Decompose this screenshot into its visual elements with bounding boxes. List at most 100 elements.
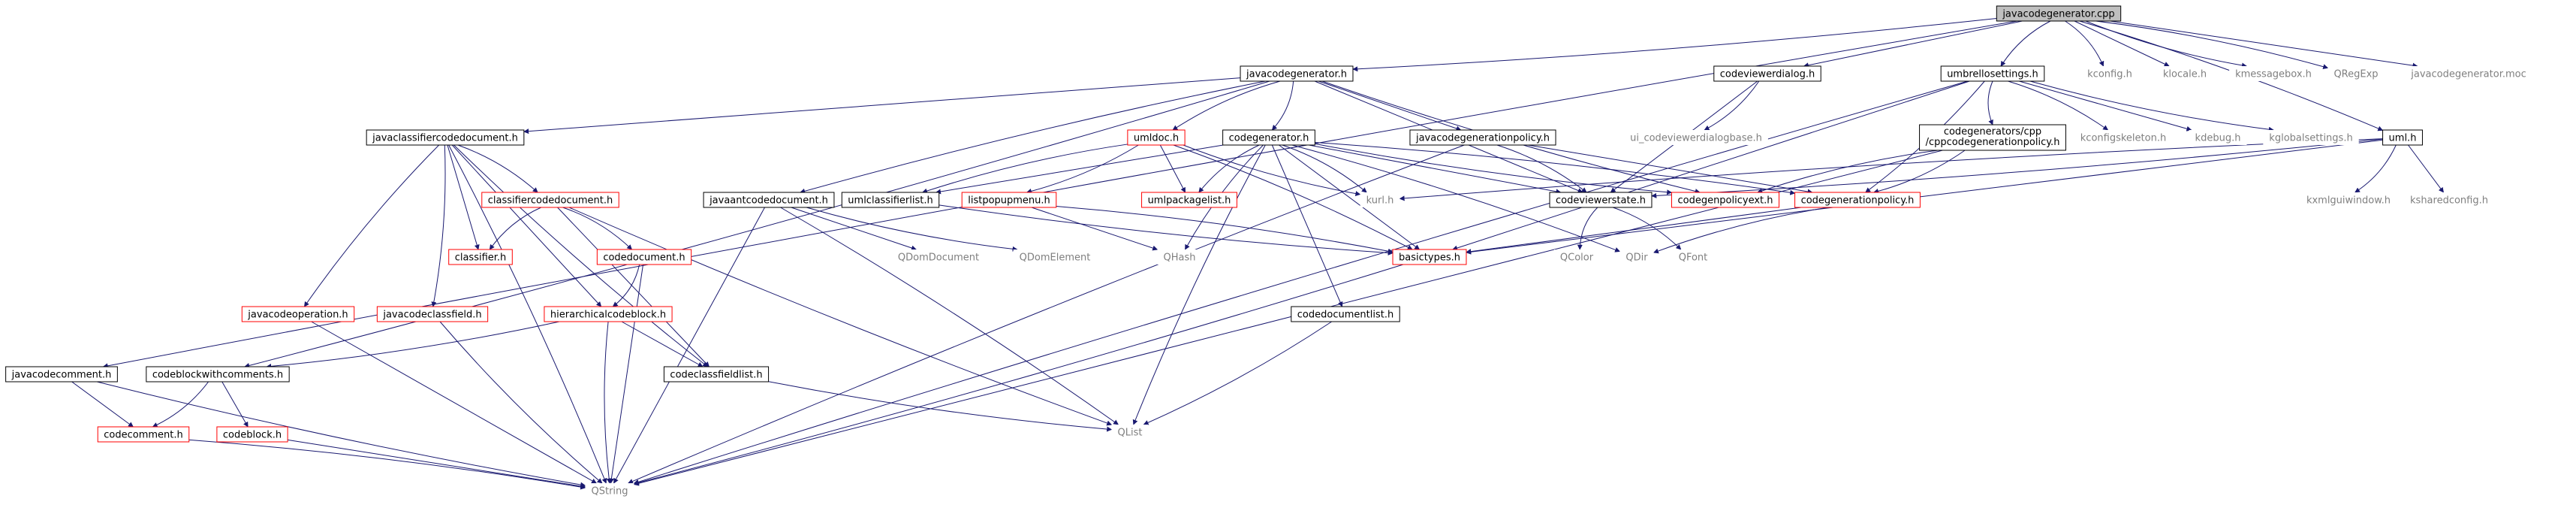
node-uml-h[interactable]: uml.h [2382,129,2423,146]
node-cg-h[interactable]: codegenerator.h [1222,129,1315,146]
node-jcg-moc[interactable]: javacodegenerator.moc [2405,66,2532,81]
node-kurl[interactable]: kurl.h [1360,192,1400,207]
node-cvd-h[interactable]: codeviewerdialog.h [1713,65,1821,82]
node-label: QRegExp [2333,69,2378,80]
node-label: umlclassifierlist.h [848,195,932,207]
node-upl-h[interactable]: umlpackagelist.h [1141,192,1237,208]
node-box [1291,306,1400,322]
node-label: umldoc.h [1134,133,1179,144]
node-cdoc-h[interactable]: codedocument.h [596,249,692,265]
edge-jcc-h-to-cc-h [71,381,134,428]
node-cb-h[interactable]: codeblock.h [216,426,288,443]
node-jccf-h[interactable]: javacodeclassfield.h [376,306,489,322]
node-cbwc-h[interactable]: codeblockwithcomments.h [146,366,290,382]
node-kmsg[interactable]: kmessagebox.h [2229,66,2318,81]
node-jcc-h[interactable]: javacodecomment.h [5,366,118,382]
node-ccfl-h[interactable]: codeclassfieldlist.h [663,366,770,382]
node-us-h[interactable]: umbrellosettings.h [1940,65,2045,82]
node-qdir[interactable]: QDir [1619,249,1654,265]
node-kconfigskel[interactable]: kconfigskeleton.h [2074,130,2173,145]
node-label: kconfig.h [2087,69,2132,80]
edge-cg-h-to-cgpol-h [1315,141,1796,195]
node-kshared[interactable]: ksharedconfig.h [2404,192,2494,207]
node-label: QDir [1625,252,1648,264]
edge-cg-h-to-ucl-h [935,144,1224,195]
node-jcgp-h[interactable]: javacodegenerationpolicy.h [1409,129,1556,146]
node-kglobal[interactable]: kglobalsettings.h [2263,130,2359,145]
node-cgpe-h[interactable]: codegenpolicyext.h [1671,192,1780,208]
edge-jcg-h-to-umldoc [1172,80,1281,131]
node-root[interactable]: javacodegenerator.cpp [1996,5,2122,22]
node-qcolor[interactable]: QColor [1553,249,1600,265]
edge-jccd-h-to-hcb-h [451,144,602,307]
node-cdl-h[interactable]: codedocumentlist.h [1291,306,1400,322]
node-qregexp[interactable]: QRegExp [2327,66,2385,81]
node-label: QFont [1679,252,1708,264]
node-qdomdoc[interactable]: QDomDocument [891,249,986,265]
node-jacd-h[interactable]: javaantcodedocument.h [703,192,835,208]
node-box [1360,192,1400,207]
edge-jcg-h-to-jacd-h [800,80,1266,194]
node-ccd-h[interactable]: classifiercodedocument.h [481,192,619,208]
node-box [1240,65,1354,82]
node-ucl-h[interactable]: umlclassifierlist.h [841,192,940,208]
node-klocale[interactable]: klocale.h [2156,66,2213,81]
edge-root-to-kmsg [2085,20,2247,68]
edge-cvs-h-to-qfont [1613,207,1682,250]
edge-lpm-h-to-qhash [1031,207,1158,251]
node-basictypes[interactable]: basictypes.h [1392,249,1467,265]
node-cvs-h[interactable]: codeviewerstate.h [1549,192,1653,208]
dependency-edges [71,18,2444,490]
node-umldoc[interactable]: umldoc.h [1127,129,1186,146]
node-kxml[interactable]: kxmlguiwindow.h [2300,192,2397,207]
edge-ccfl-h-to-qlist [768,381,1113,432]
node-label: ui_codeviewerdialogbase.h [1630,133,1762,144]
node-label: codegenerators/cpp [1944,126,2041,138]
node-box [2074,130,2173,145]
node-box [1013,249,1097,265]
edge-cg-h-to-kurl [1282,144,1367,193]
node-box [2263,130,2359,145]
node-label: kmessagebox.h [2235,69,2312,80]
edge-us-h-to-cpp-policy [1987,80,1993,125]
node-label: codeviewerstate.h [1556,195,1646,207]
node-qlist[interactable]: QList [1111,425,1149,440]
node-cpp-policy[interactable]: codegenerators/cpp/cppcodegenerationpoli… [1919,124,2066,151]
node-label: javacodeoperation.h [247,310,348,321]
node-label: codeclassfieldlist.h [670,370,762,381]
node-qfont[interactable]: QFont [1672,249,1714,265]
edge-jcgp-h-to-cgpol-h [1528,144,1813,195]
edge-jcg-h-to-jccd-h [523,77,1241,135]
node-kdebug[interactable]: kdebug.h [2189,130,2247,145]
node-classifier[interactable]: classifier.h [448,249,513,265]
node-box [2081,66,2138,81]
node-label: kdebug.h [2195,133,2241,144]
node-cc-h[interactable]: codecomment.h [97,426,190,443]
node-qhash[interactable]: QHash [1157,249,1202,265]
node-lpm-h[interactable]: listpopupmenu.h [961,192,1057,208]
edge-cg-h-to-cgpe-h [1315,143,1673,195]
node-qdomel[interactable]: QDomElement [1013,249,1097,265]
edge-basictypes-to-qstring [633,264,1404,485]
edge-ccd-h-to-cdoc-h [562,207,633,250]
node-jco-h[interactable]: javacodeoperation.h [241,306,355,322]
node-box [2382,129,2423,146]
edge-jccd-h-to-classifier [447,144,480,250]
node-cgpol-h[interactable]: codegenerationpolicy.h [1794,192,1921,208]
node-hcb-h[interactable]: hierarchicalcodeblock.h [544,306,673,322]
edge-jccd-h-to-jco-h [303,144,440,307]
node-label: codegenerator.h [1229,133,1309,144]
node-ui-cvdb[interactable]: ui_codeviewerdialogbase.h [1624,130,1768,145]
node-jcg-h[interactable]: javacodegenerator.h [1240,65,1354,82]
edge-cgpol-h-to-qdir [1653,207,1829,254]
node-kconfig[interactable]: kconfig.h [2081,66,2138,81]
node-box [366,129,525,146]
node-box [1127,129,1186,146]
node-jccd-h[interactable]: javaclassifiercodedocument.h [366,129,525,146]
node-label: hierarchicalcodeblock.h [550,310,666,321]
edge-jccf-h-to-qstring [439,321,603,484]
node-box [1713,65,1821,82]
node-box [2156,66,2213,81]
node-box [97,426,190,443]
node-qstring[interactable]: QString [585,483,634,498]
